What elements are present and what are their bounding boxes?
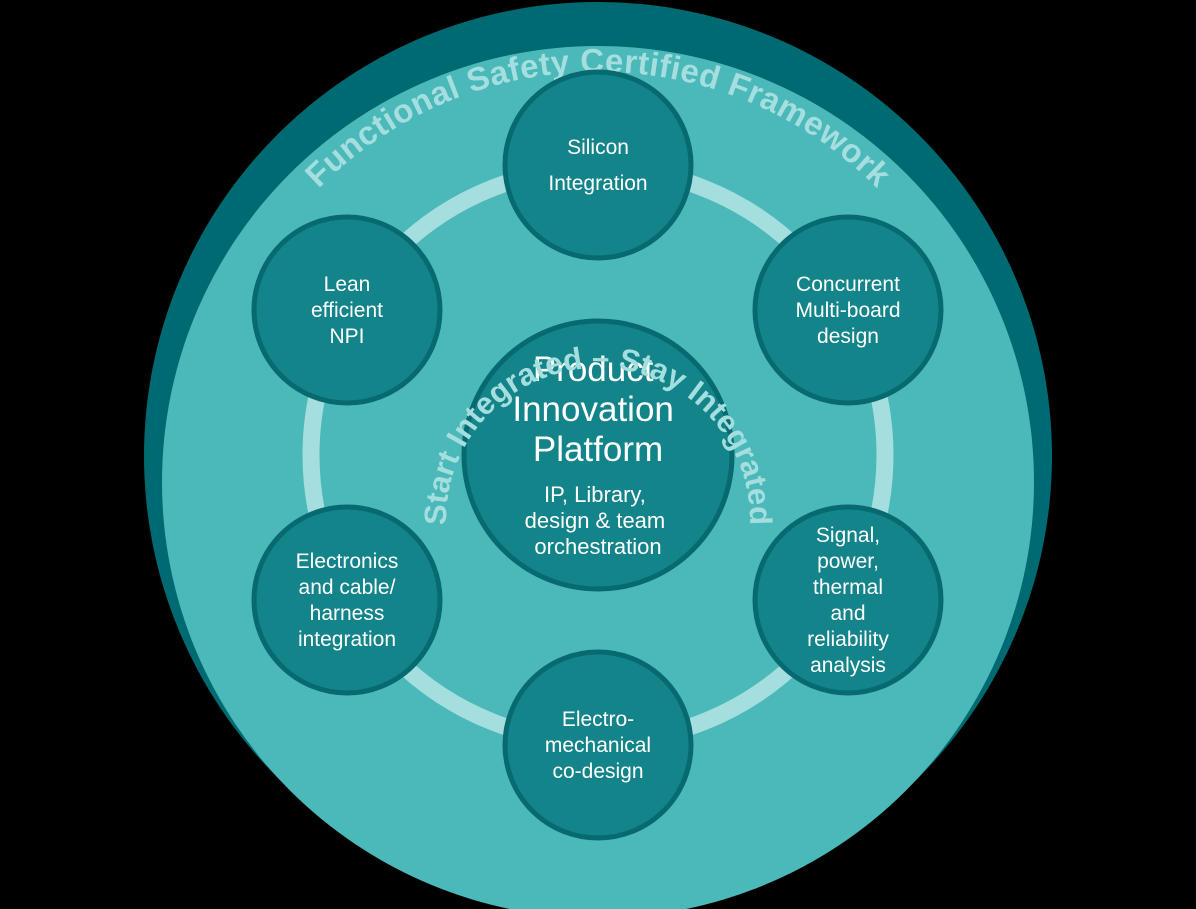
center-circle [461, 318, 735, 592]
node-circle [251, 214, 443, 406]
node-circle [752, 214, 944, 406]
node-circle [752, 504, 944, 696]
node-circle [251, 504, 443, 696]
node-circle [502, 649, 694, 841]
node-circle [502, 69, 694, 261]
center-title: Product Innovation Platform [512, 350, 683, 469]
center-subtitle: IP, Library, design & team orchestration [525, 482, 672, 559]
